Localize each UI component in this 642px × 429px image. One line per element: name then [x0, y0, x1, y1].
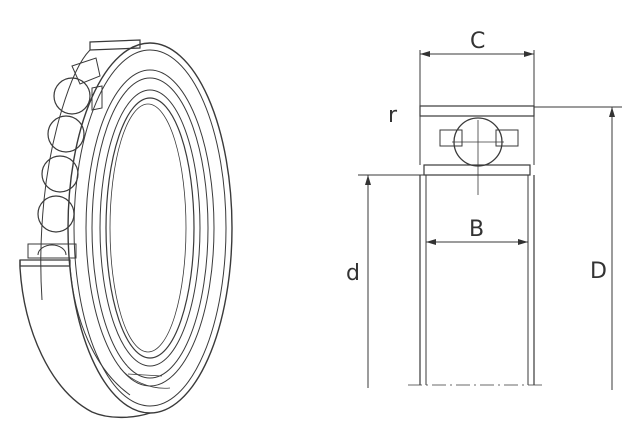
cage-left-section [439, 129, 463, 147]
label-r: r [388, 103, 398, 128]
cage-right-section [495, 129, 519, 147]
c-arrow-left [420, 51, 430, 57]
cut-section-curve [40, 49, 91, 301]
bearing-section-view: C r B d D [346, 29, 622, 390]
label-dd: D [590, 259, 607, 284]
outer-ring-cut-top [89, 39, 141, 51]
c-arrow-right [524, 51, 534, 57]
front-ring-inner-contour [69, 265, 131, 396]
inner-ring-bore-chamfer [109, 103, 187, 353]
cage-bridge [91, 85, 103, 111]
inner-ring-bore [105, 97, 195, 359]
d-arrow-top [365, 175, 371, 185]
ball-4 [37, 195, 75, 233]
ball-1 [53, 77, 91, 115]
outer-raceway [85, 69, 215, 387]
inner-ring-cut-face [27, 243, 77, 259]
bearing-3d-view [19, 39, 233, 419]
inner-ring-outer-edge [99, 89, 201, 367]
outer-ring-inner-edge [73, 49, 227, 407]
bottom-detail-line-2 [127, 373, 163, 377]
dd-arrow-top [609, 107, 615, 117]
inner-ring-section [423, 164, 531, 176]
label-b: B [469, 217, 484, 242]
front-ring-cut-face [19, 259, 71, 267]
b-arrow-left [426, 239, 436, 245]
cage-pocket-top [71, 57, 101, 85]
front-ring-outer-contour [19, 260, 151, 419]
label-c: C [470, 29, 485, 54]
ball-5-partial [37, 244, 67, 256]
label-d: d [346, 261, 360, 286]
outer-ring-section [419, 105, 535, 117]
ball-2 [47, 115, 85, 153]
b-arrow-right [518, 239, 528, 245]
ball-3 [41, 155, 79, 193]
cage-edge [91, 77, 209, 379]
bottom-detail-line [119, 367, 171, 389]
